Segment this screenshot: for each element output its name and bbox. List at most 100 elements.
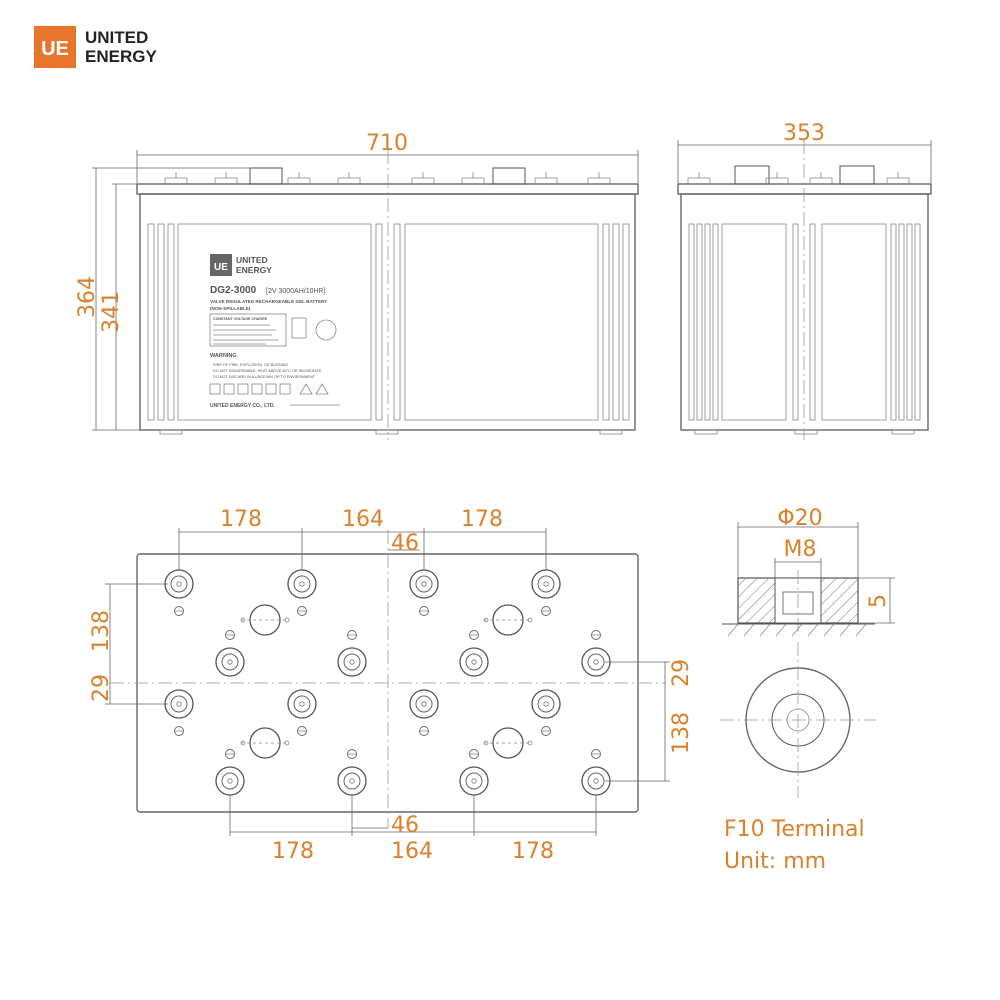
terminal-post-center	[227, 659, 233, 665]
terminal-post-icon	[409, 569, 439, 599]
dim-right-row-spacing: 138	[669, 712, 694, 754]
terminal-post-inner	[537, 575, 555, 593]
terminal-post-center	[421, 581, 427, 587]
bolt-icon	[541, 606, 551, 616]
terminal-post-inner	[587, 653, 605, 671]
terminal-post-center	[349, 659, 355, 665]
dim-left-offset: 29	[89, 674, 114, 702]
terminal-post-icon	[409, 689, 439, 719]
dim-bottom-spacing-1: 178	[272, 839, 314, 864]
terminal-post-center	[176, 581, 182, 587]
bolt-icon	[419, 606, 429, 616]
logo-square-icon	[34, 26, 76, 68]
logo-mark: UE	[41, 38, 69, 60]
top-view: 178 164 178 46 138 29 29 138 46 178 164 …	[89, 507, 694, 864]
label-company: UNITED ENERGY CO., LTD.	[210, 403, 275, 409]
label-desc-2: (NON-SPILLABLE)	[210, 306, 251, 311]
dim-top-spacing-1: 178	[220, 507, 262, 532]
dim-terminal-diameter: Φ20	[777, 506, 822, 531]
label-rating: [2V 3000AH/10HR]	[266, 288, 326, 295]
svg-text:UNITED: UNITED	[236, 255, 268, 265]
terminal-post-icon	[531, 689, 561, 719]
dim-bottom-offset: 46	[391, 813, 419, 838]
vent-pin	[284, 740, 290, 746]
terminal-post-inner	[465, 653, 483, 671]
terminal-post-icon	[337, 647, 367, 677]
label-warning-2: DO NOT DISASSEMBLE, HEAT ABOVE 60°C OR I…	[213, 369, 322, 373]
vent-pin	[240, 740, 246, 746]
bolt-icon	[591, 749, 601, 759]
terminal-post-inner	[293, 575, 311, 593]
terminal-post-center	[593, 778, 599, 784]
terminal-post-icon	[459, 766, 489, 796]
terminal-post-inner	[415, 575, 433, 593]
label-hazard-icons	[209, 383, 329, 395]
vent-pin	[284, 617, 290, 623]
terminal-post-icon	[531, 569, 561, 599]
dim-top-offset: 46	[391, 531, 419, 556]
vent-pin	[240, 617, 246, 623]
front-view: 710 364 341	[75, 131, 639, 440]
terminal-post-center	[299, 701, 305, 707]
terminal-post-center	[593, 659, 599, 665]
terminal-post-center	[349, 778, 355, 784]
dim-top-spacing-3: 178	[461, 507, 503, 532]
svg-text:UE: UE	[214, 262, 228, 273]
terminal-post-icon	[459, 647, 489, 677]
terminal-post-inner	[343, 772, 361, 790]
terminal-post-center	[227, 778, 233, 784]
vent-pin	[483, 617, 489, 623]
terminal-post-inner	[537, 695, 555, 713]
bolt-icon	[469, 749, 479, 759]
bolt-icon	[225, 630, 235, 640]
recycle-icon	[315, 319, 337, 341]
dim-terminal-height: 5	[866, 594, 891, 608]
terminal-post-icon	[215, 647, 245, 677]
terminal-post-center	[471, 778, 477, 784]
terminal-post-inner	[465, 772, 483, 790]
terminal-post-inner	[587, 772, 605, 790]
terminal-post-center	[471, 659, 477, 665]
bolt-icon	[591, 630, 601, 640]
front-ribs	[147, 223, 630, 421]
dim-right-offset: 29	[669, 659, 694, 687]
unit-note: Unit: mm	[724, 849, 826, 874]
dim-total-height: 364	[75, 276, 100, 318]
terminal-layout	[164, 569, 611, 796]
terminal-post-icon	[287, 569, 317, 599]
dim-bottom-spacing-2: 164	[391, 839, 433, 864]
brand-logo: UE UNITED ENERGY	[34, 26, 157, 68]
terminal-detail: Φ20 M8 5	[720, 506, 895, 798]
bolt-icon	[297, 606, 307, 616]
label-logo-icon	[210, 254, 232, 276]
brand-name-line1: UNITED	[85, 28, 148, 47]
terminal-post-icon	[581, 766, 611, 796]
label-warning-3: DO NOT DISCARD IN A USED BIN OR TO ENVIR…	[213, 375, 316, 379]
terminal-post-center	[543, 701, 549, 707]
terminal-post-inner	[170, 695, 188, 713]
svg-text:ENERGY: ENERGY	[236, 265, 272, 275]
bolt-icon	[347, 749, 357, 759]
bolt-icon	[297, 726, 307, 736]
bolt-icon	[469, 630, 479, 640]
label-model: DG2-3000	[210, 285, 257, 296]
terminal-post-inner	[221, 653, 239, 671]
side-view: 353	[677, 121, 932, 440]
terminal-post-inner	[343, 653, 361, 671]
label-fine-print	[213, 324, 278, 345]
bolt-icon	[225, 749, 235, 759]
brand-name-line2: ENERGY	[85, 47, 157, 66]
terminal-post-icon	[164, 689, 194, 719]
terminal-post-icon	[164, 569, 194, 599]
terminal-post-inner	[170, 575, 188, 593]
dim-length: 710	[366, 131, 408, 156]
bolt-icon	[347, 630, 357, 640]
dim-bottom-spacing-3: 178	[512, 839, 554, 864]
bolt-icon	[419, 726, 429, 736]
bolt-icon	[174, 726, 184, 736]
front-top-terminals	[164, 172, 611, 184]
terminal-post-icon	[215, 766, 245, 796]
dim-terminal-thread: M8	[784, 537, 817, 562]
terminal-post-inner	[415, 695, 433, 713]
